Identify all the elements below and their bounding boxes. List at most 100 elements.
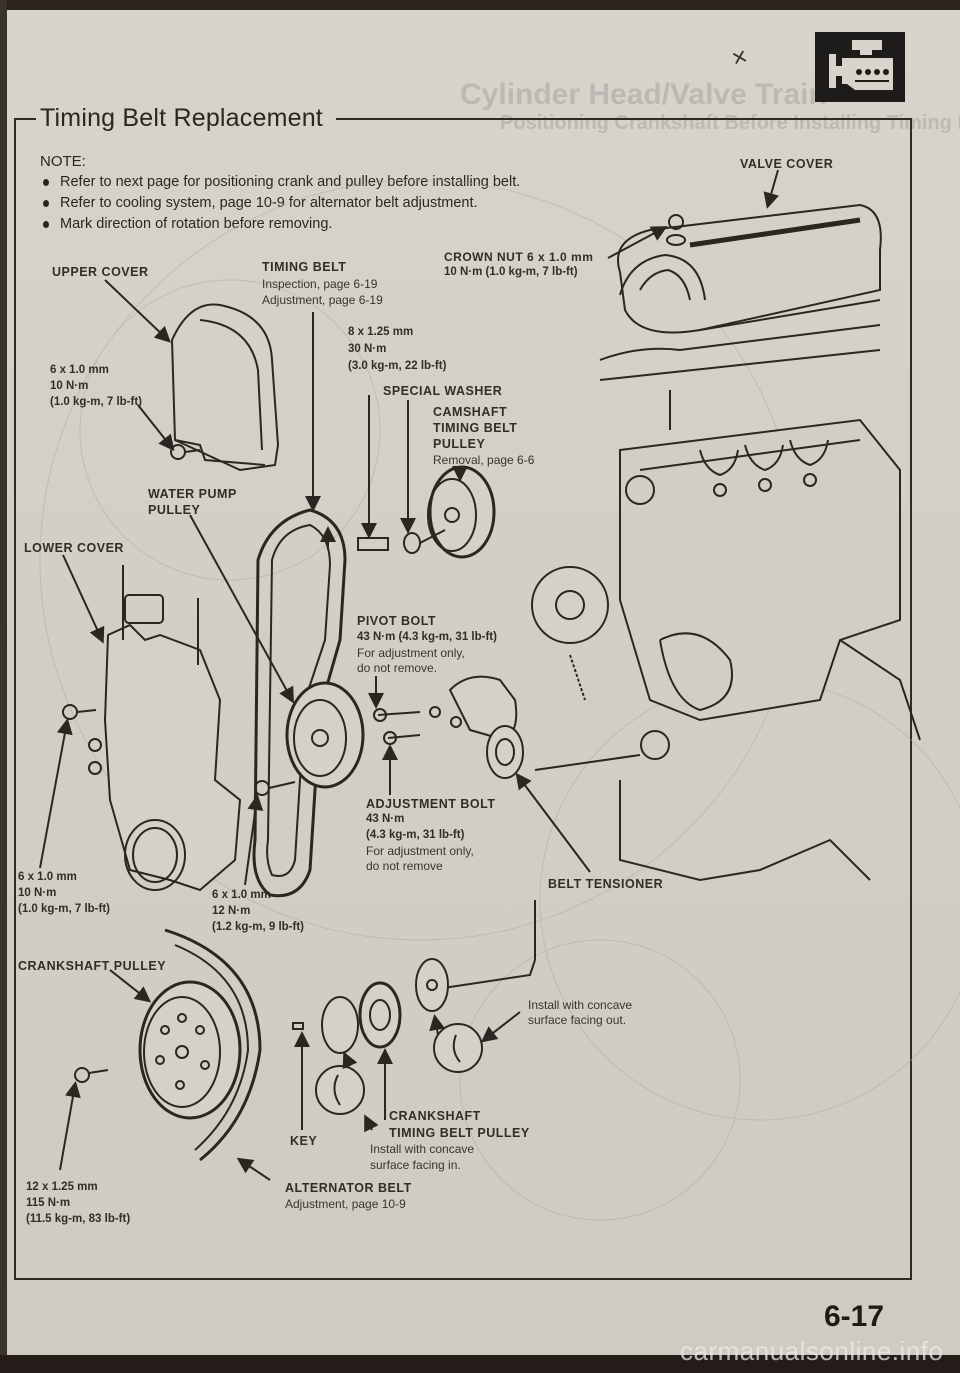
- label-crank-bolt-alt: (11.5 kg-m, 83 lb-ft): [26, 1213, 131, 1225]
- lower-cover-leader: [62, 554, 105, 644]
- crown-nut-leader: [607, 226, 668, 259]
- label-cam-bolt-alt: (3.0 kg-m, 22 lb-ft): [348, 360, 447, 372]
- label-concave-in-2: surface facing in.: [370, 1158, 461, 1172]
- tensioner-drawing: [373, 654, 586, 779]
- crankshaft-pulley-leader: [109, 969, 152, 1003]
- label-water-pump-bolt-size: 6 x 1.0 mm: [212, 889, 271, 901]
- water-pump-pulley-drawing: [285, 681, 365, 789]
- label-water-pump-pulley-2: PULLEY: [148, 503, 201, 517]
- label-cam-pulley-note: Removal, page 6-6: [433, 453, 535, 467]
- label-key: KEY: [290, 1134, 318, 1148]
- crank-timing-pulley-drawing: [315, 958, 483, 1115]
- label-concave-out-1: Install with concave: [528, 998, 633, 1012]
- key-drawing: [292, 1022, 304, 1030]
- alternator-belt-leader: [236, 1157, 271, 1181]
- label-pivot-bolt-note-2: do not remove.: [357, 661, 438, 675]
- lower-cover-drawing: [88, 565, 242, 892]
- label-cam-bolt-size: 8 x 1.25 mm: [348, 326, 414, 338]
- note-list: Refer to next page for positioning crank…: [40, 172, 520, 235]
- frame-top-rule-left: [14, 118, 36, 120]
- engine-block-drawing: [531, 418, 921, 882]
- label-upper-bolt-size: 6 x 1.0 mm: [50, 364, 109, 376]
- upper-cover-drawing: [170, 303, 280, 472]
- frame-top-rule: [336, 118, 910, 120]
- label-alternator-belt-note: Adjustment, page 10-9: [285, 1197, 406, 1211]
- label-adjustment-bolt-torque: 43 N·m: [366, 813, 405, 825]
- crank-bolt: [74, 1067, 109, 1083]
- label-lower-bolt-alt: (1.0 kg-m, 7 lb-ft): [18, 903, 111, 915]
- label-crankshaft-pulley: CRANKSHAFT PULLEY: [18, 959, 167, 973]
- label-water-pump-bolt-alt: (1.2 kg-m, 9 lb-ft): [212, 921, 305, 933]
- crank-bolt-leader: [59, 1081, 81, 1171]
- concave-out-flange-leader: [429, 1014, 445, 1036]
- label-water-pump-bolt-torque: 12 N·m: [212, 905, 251, 917]
- label-pivot-bolt-torque: 43 N·m (4.3 kg-m, 31 lb-ft): [357, 631, 497, 643]
- page-top-shadow: [0, 0, 960, 10]
- water-pump-bolt: [254, 780, 296, 796]
- label-pivot-bolt: PIVOT BOLT: [357, 614, 437, 628]
- concave-in-leader: [364, 1114, 379, 1133]
- label-upper-bolt-torque: 10 N·m: [50, 380, 89, 392]
- water-pump-bolt-leader: [244, 794, 264, 886]
- label-lower-bolt-torque: 10 N·m: [18, 887, 57, 899]
- label-special-washer: SPECIAL WASHER: [383, 384, 503, 398]
- cam-pulley-drawing: [357, 465, 496, 559]
- alternator-belt-drawing: [164, 928, 262, 1162]
- note-heading: NOTE:: [40, 153, 86, 170]
- label-adjustment-bolt: ADJUSTMENT BOLT: [366, 797, 496, 811]
- label-adjustment-bolt-alt: (4.3 kg-m, 31 lb-ft): [366, 829, 465, 841]
- label-pivot-bolt-note-1: For adjustment only,: [357, 646, 465, 660]
- label-adjustment-bolt-note-2: do not remove: [366, 859, 443, 873]
- engine-icon: [815, 32, 905, 102]
- label-timing-belt: TIMING BELT: [262, 260, 347, 274]
- tensioner-to-block-leader: [534, 754, 641, 771]
- label-water-pump-pulley-1: WATER PUMP: [148, 487, 237, 501]
- label-cam-bolt-torque: 30 N·m: [348, 343, 387, 355]
- label-lower-bolt-size: 6 x 1.0 mm: [18, 871, 77, 883]
- label-crank-bolt-size: 12 x 1.25 mm: [26, 1181, 98, 1193]
- label-lower-cover: LOWER COVER: [24, 541, 124, 555]
- label-crown-nut: CROWN NUT 6 x 1.0 mm: [444, 250, 594, 264]
- label-timing-belt-inspection: Inspection, page 6-19: [262, 277, 378, 291]
- label-cam-pulley-2: TIMING BELT: [433, 421, 518, 435]
- watermark: carmanualsonline.info: [680, 1336, 944, 1366]
- upper-cover-bolt-leader: [137, 404, 175, 452]
- section-frame: [14, 118, 912, 1280]
- valve-cover-drawing: [599, 203, 882, 381]
- lower-cover-bolt-leader: [39, 718, 73, 869]
- label-concave-in-1: Install with concave: [370, 1142, 475, 1156]
- bleed-through-subheading: Positioning Crankshaft Before Installing…: [500, 112, 960, 134]
- belt-tensioner-leader: [515, 772, 591, 873]
- valve-cover-leader: [763, 169, 779, 209]
- page-bottom-shadow: [0, 1355, 960, 1373]
- note-item: Refer to next page for positioning crank…: [40, 172, 520, 193]
- crank-side-leader-link: [429, 959, 536, 991]
- label-belt-tensioner: BELT TENSIONER: [548, 877, 664, 891]
- note-item: Mark direction of rotation before removi…: [40, 214, 520, 235]
- label-upper-bolt-alt: (1.0 kg-m, 7 lb-ft): [50, 396, 143, 408]
- note-item: Refer to cooling system, page 10-9 for a…: [40, 193, 520, 214]
- label-alternator-belt: ALTERNATOR BELT: [285, 1181, 412, 1195]
- label-crown-nut-torque: 10 N·m (1.0 kg-m, 7 lb-ft): [444, 266, 578, 278]
- label-cam-pulley-3: PULLEY: [433, 437, 486, 451]
- label-timing-belt-adjustment: Adjustment, page 6-19: [262, 293, 383, 307]
- label-cam-pulley-1: CAMSHAFT: [433, 405, 508, 419]
- concave-in-flange-leader: [342, 1051, 358, 1070]
- upper-cover-leader: [104, 279, 171, 343]
- label-adjustment-bolt-note-1: For adjustment only,: [366, 844, 474, 858]
- lower-cover-bolt: [62, 704, 97, 720]
- section-title: Timing Belt Replacement: [40, 104, 323, 132]
- label-crank-bolt-torque: 115 N·m: [26, 1197, 71, 1209]
- label-upper-cover: UPPER COVER: [52, 265, 149, 279]
- water-pump-pulley-leader: [189, 514, 294, 704]
- upper-cover-bolt: [170, 444, 201, 460]
- binding-edge: [0, 0, 7, 1373]
- page-number: 6-17: [824, 1300, 885, 1333]
- label-crank-timing-pulley-1: CRANKSHAFT: [389, 1109, 481, 1123]
- label-valve-cover: VALVE COVER: [740, 157, 834, 171]
- label-concave-out-2: surface facing out.: [528, 1013, 627, 1027]
- crankshaft-pulley-drawing: [138, 980, 242, 1120]
- label-crank-timing-pulley-2: TIMING BELT PULLEY: [389, 1126, 530, 1140]
